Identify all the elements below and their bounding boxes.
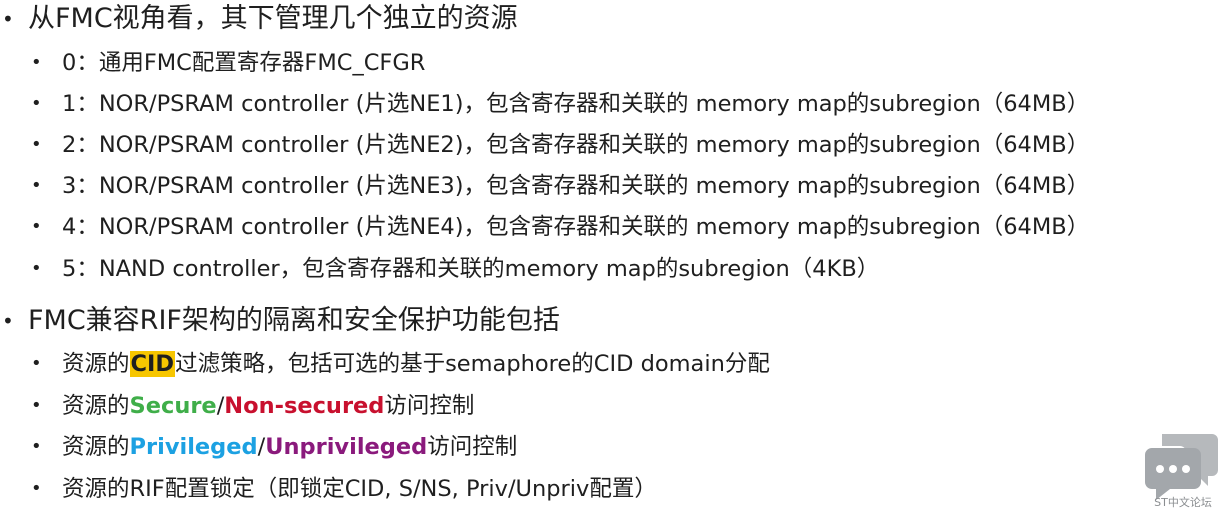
list-item-text: 2：NOR/PSRAM controller (片选NE2)，包含寄存器和关联的… <box>62 132 1090 158</box>
bullet: • <box>31 134 42 155</box>
section1-heading-text: 从FMC视角看，其下管理几个独立的资源 <box>28 3 518 34</box>
list-item-text: 0：通用FMC配置寄存器FMC_CFGR <box>62 50 426 76</box>
secure-keyword: Secure <box>129 393 217 419</box>
list-item-text: 1：NOR/PSRAM controller (片选NE1)，包含寄存器和关联的… <box>62 91 1090 117</box>
chat-bubbles-icon <box>1145 434 1218 500</box>
section2-heading-text: FMC兼容RIF架构的隔离和安全保护功能包括 <box>28 305 560 336</box>
secure-prefix: 资源的 <box>62 393 130 419</box>
cid-prefix: 资源的 <box>62 351 130 377</box>
list-item-text: 5：NAND controller，包含寄存器和关联的memory map的su… <box>62 256 880 282</box>
bullet: • <box>2 309 14 333</box>
bullet: • <box>31 395 42 416</box>
list-item-text: 资源的RIF配置锁定（即锁定CID, S/NS, Priv/Unpriv配置） <box>62 476 657 502</box>
list-item-text: 4：NOR/PSRAM controller (片选NE4)，包含寄存器和关联的… <box>62 214 1090 240</box>
priv-suffix: 访问控制 <box>427 434 518 460</box>
nonsecured-keyword: Non-secured <box>224 393 385 419</box>
priv-prefix: 资源的 <box>62 434 130 460</box>
bullet: • <box>31 52 42 73</box>
list-item-text: 资源的CID过滤策略，包括可选的基于semaphore的CID domain分配 <box>62 349 770 379</box>
bullet: • <box>31 258 42 279</box>
secure-suffix: 访问控制 <box>384 393 475 419</box>
list-item-text: 资源的Secure/Non-secured访问控制 <box>62 391 474 421</box>
list-item-text: 资源的Privileged/Unprivileged访问控制 <box>62 432 517 462</box>
cid-suffix: 过滤策略，包括可选的基于semaphore的CID domain分配 <box>175 351 770 377</box>
bullet: • <box>2 7 14 31</box>
forum-logo-label: ST中文论坛 <box>1154 496 1212 509</box>
cid-highlight: CID <box>129 351 176 377</box>
bullet: • <box>31 353 42 374</box>
bullet: • <box>31 175 42 196</box>
bullet: • <box>31 436 42 457</box>
privileged-keyword: Privileged <box>129 434 258 460</box>
unprivileged-keyword: Unprivileged <box>265 434 428 460</box>
bullet: • <box>31 216 42 237</box>
list-item-text: 3：NOR/PSRAM controller (片选NE3)，包含寄存器和关联的… <box>62 173 1090 199</box>
bullet: • <box>31 478 42 499</box>
priv-slash: / <box>257 434 266 460</box>
secure-slash: / <box>216 393 225 419</box>
bullet: • <box>31 93 42 114</box>
